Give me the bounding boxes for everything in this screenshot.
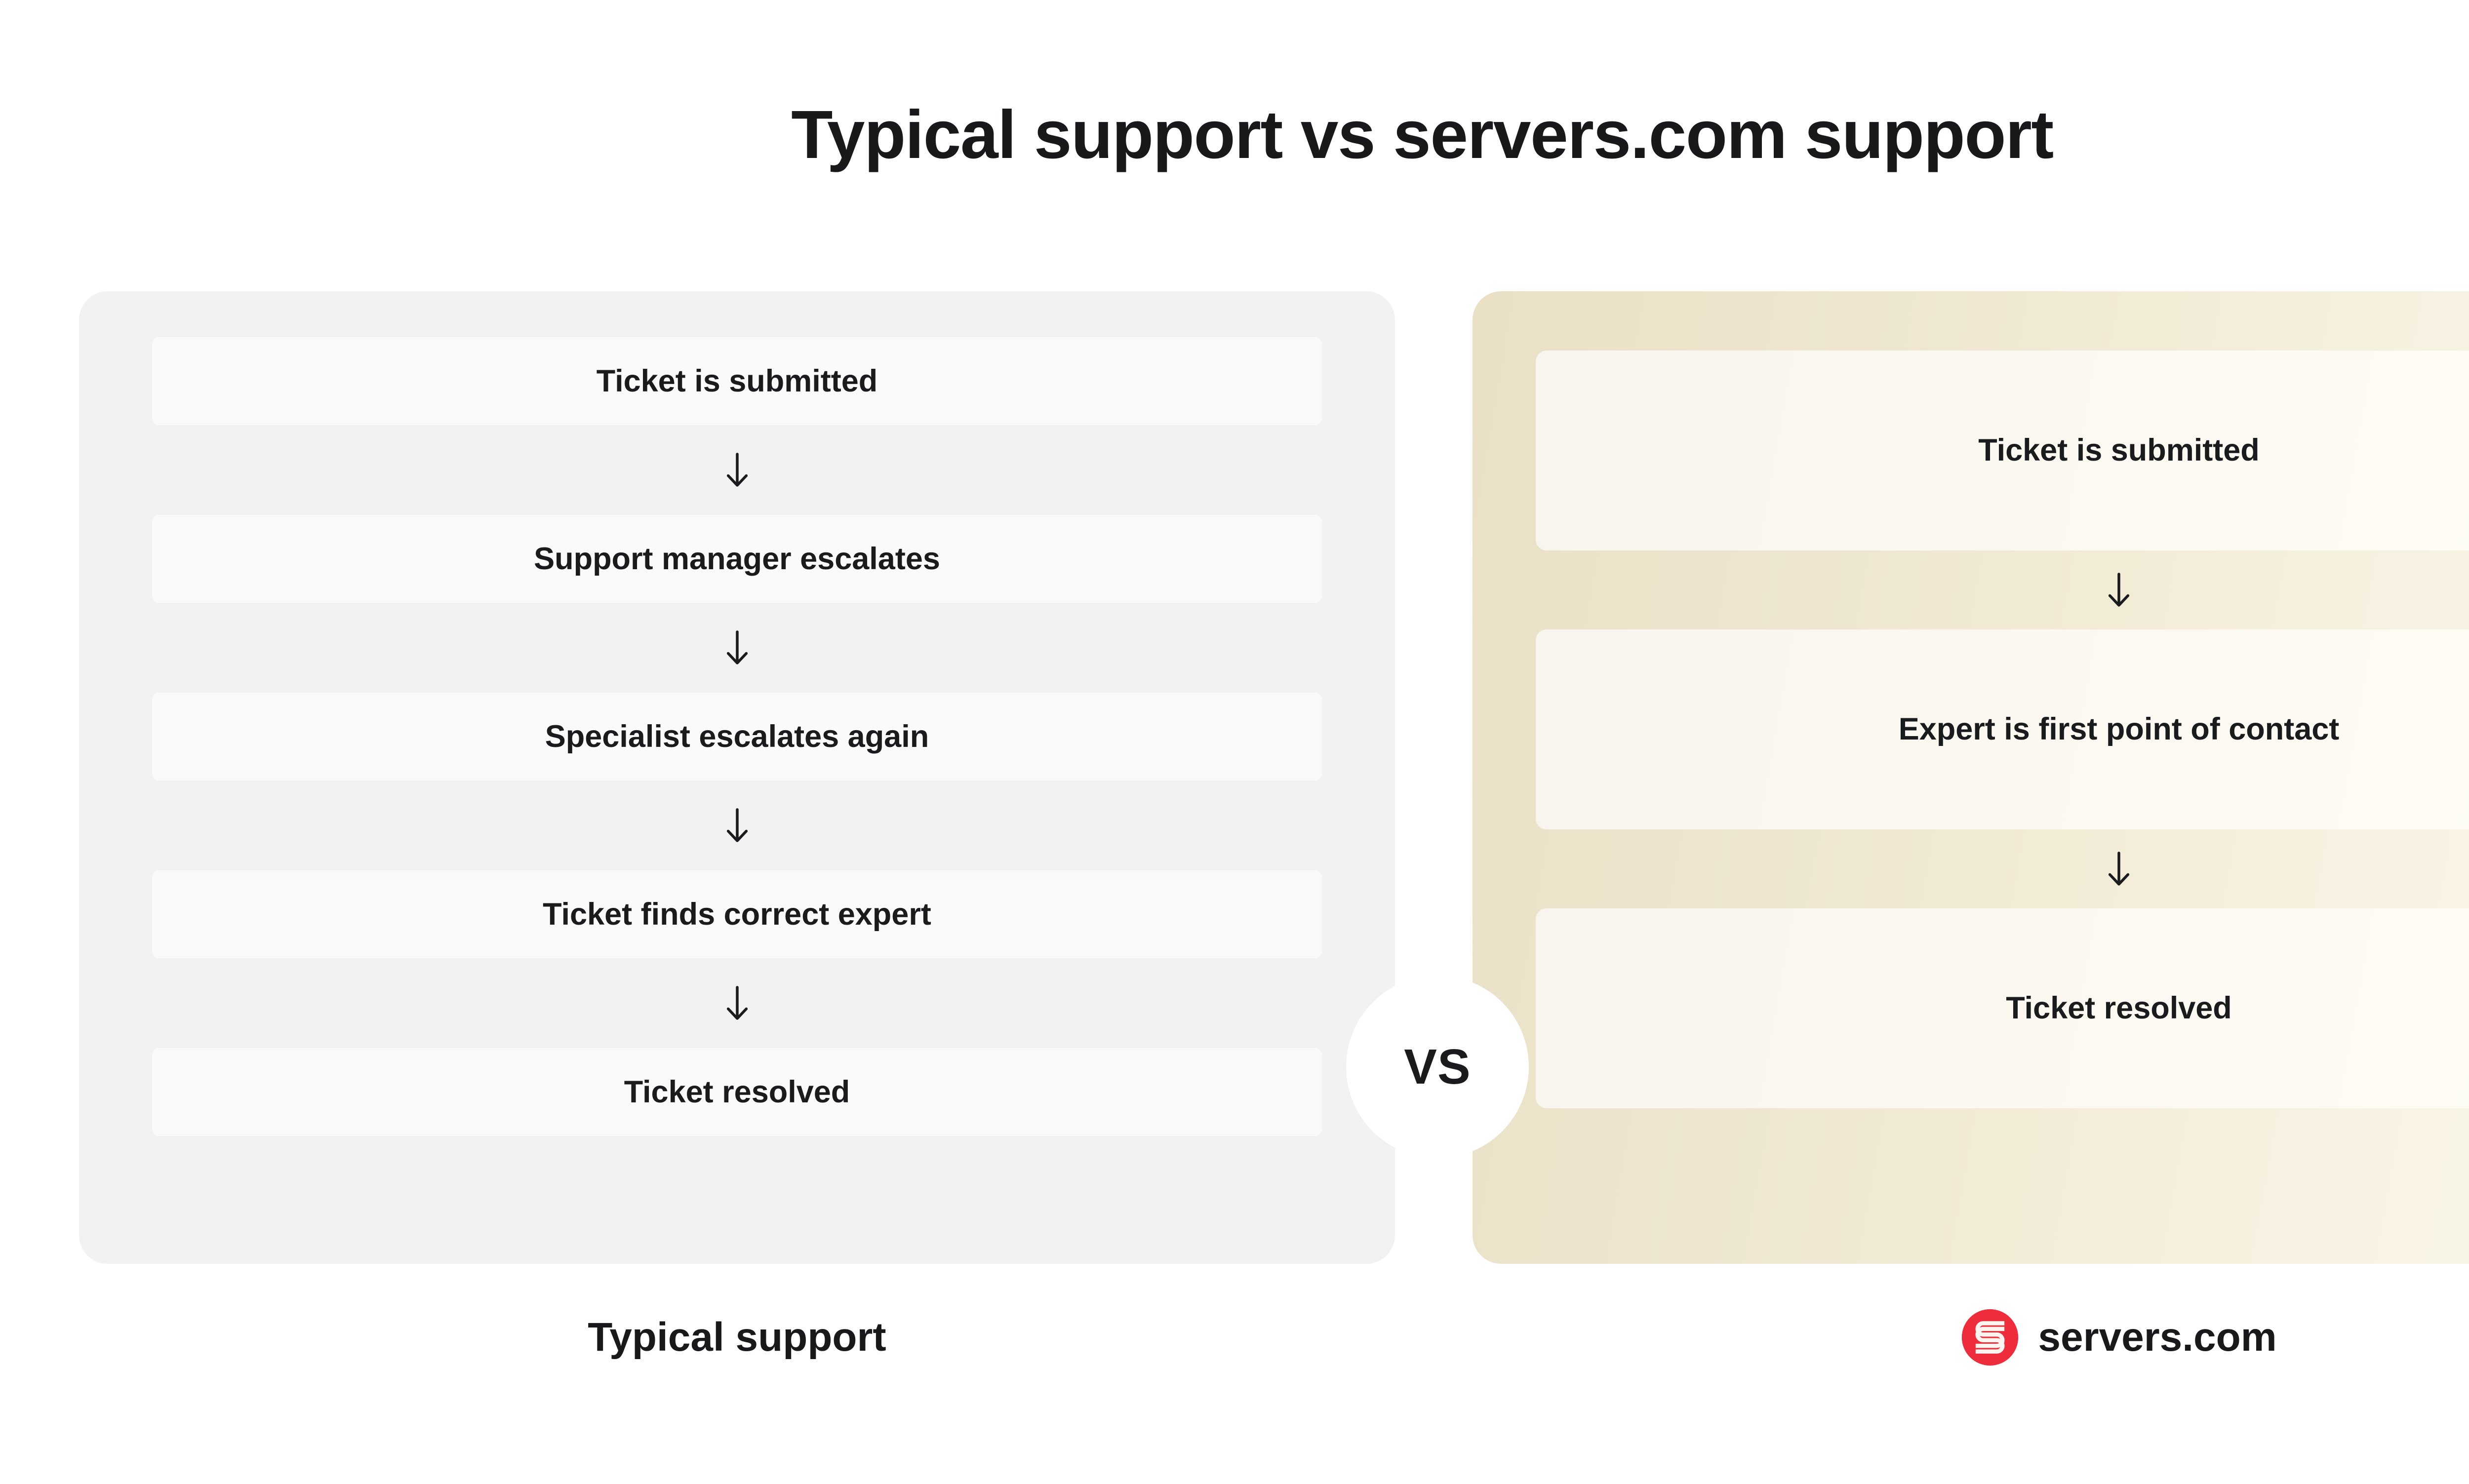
down-arrow-icon [1536,550,2469,629]
flow-step-card: Expert is first point of contact [1536,629,2469,829]
servers-com-caption: servers.com [1473,1308,2469,1367]
page-title: Typical support vs servers.com support [791,97,2054,173]
typical-support-caption: Typical support [588,1315,886,1360]
vs-badge: VS [1346,976,1529,1158]
flow-step-label: Ticket is submitted [596,363,878,398]
flow-step-card: Ticket is submitted [152,337,1322,425]
typical-support-panel: Ticket is submitted Support manager esca… [79,291,1395,1264]
typical-support-flow: Ticket is submitted Support manager esca… [152,337,1322,1136]
flow-step-card: Ticket resolved [1536,908,2469,1108]
servers-com-wordmark: servers.com [2038,1315,2277,1360]
flow-step-label: Support manager escalates [534,541,940,576]
flow-step-card: Ticket is submitted [1536,351,2469,550]
down-arrow-icon [152,603,1322,693]
flow-step-label: Ticket resolved [2006,991,2232,1025]
down-arrow-icon [152,958,1322,1048]
flow-step-label: Expert is first point of contact [1898,712,2340,746]
flow-step-card: Ticket resolved [152,1048,1322,1136]
down-arrow-icon [152,425,1322,515]
vs-label: VS [1404,1039,1471,1094]
flow-step-label: Ticket resolved [624,1074,850,1109]
flow-step-card: Support manager escalates [152,515,1322,603]
flow-step-card: Ticket finds correct expert [152,870,1322,958]
flow-step-label: Ticket finds correct expert [543,897,931,932]
flow-step-card: Specialist escalates again [152,693,1322,781]
servers-com-support-flow: Ticket is submitted Expert is first poin… [1536,351,2469,1108]
servers-com-logo-icon [1962,1309,2019,1366]
flow-step-label: Ticket is submitted [1978,433,2260,468]
comparison-container: Ticket is submitted Support manager esca… [0,291,2469,1264]
down-arrow-icon [1536,829,2469,908]
servers-com-support-panel: Ticket is submitted Expert is first poin… [1473,291,2469,1264]
flow-step-label: Specialist escalates again [545,719,929,754]
down-arrow-icon [152,781,1322,870]
